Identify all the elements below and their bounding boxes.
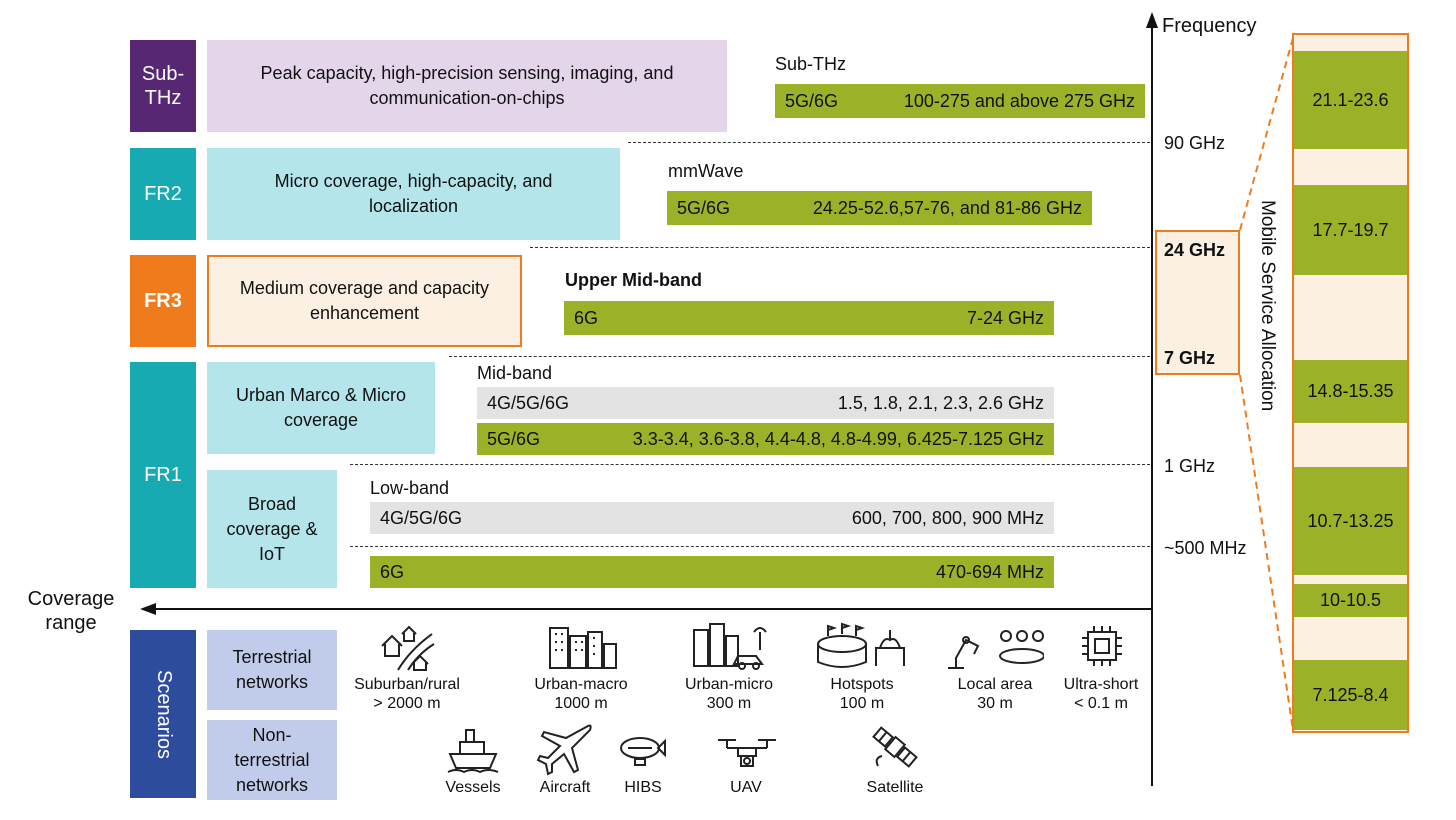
allocation-column: 21.1-23.6 17.7-19.7 14.8-15.35 10.7-13.2…: [1292, 33, 1409, 733]
non-terrestrial-hibs: HIBS: [624, 779, 662, 796]
band-tech: 4G/5G/6G: [380, 507, 463, 528]
scenario-name: Urban-micro: [684, 676, 773, 693]
scenario-suburban-rural: Suburban/rural > 2000 m: [340, 675, 474, 713]
scenario-urban-macro: Urban-macro 1000 m: [514, 675, 648, 713]
hibs-airship-icon: [620, 737, 666, 766]
scenario-range: < 0.1 m: [1074, 695, 1128, 712]
band-heading-mid: Mid-band: [477, 363, 553, 383]
scenario-range: > 2000 m: [373, 695, 441, 712]
band-bar-subthz: 5G/6G 100-275 and above 275 GHz: [775, 84, 1145, 118]
separator-1ghz: [350, 464, 1150, 465]
allocation-segment: 7.125-8.4: [1294, 660, 1407, 730]
non-terrestrial-vessels: Vessels: [445, 779, 501, 796]
scenario-name: Local area: [957, 676, 1033, 693]
vessel-icon: [447, 729, 499, 774]
band-range: 1.5, 1.8, 2.1, 2.3, 2.6 GHz: [837, 392, 1044, 413]
axis-label-coverage: Coverage range: [27, 588, 115, 634]
scenario-range: 30 m: [977, 695, 1013, 712]
band-bar-low-a: 4G/5G/6G 600, 700, 800, 900 MHz: [370, 502, 1054, 534]
band-tech: 6G: [574, 307, 599, 328]
band-heading-subthz: Sub-THz: [775, 54, 847, 74]
scenario-range: 100 m: [839, 695, 885, 712]
band-heading-low: Low-band: [370, 478, 450, 498]
separator-7ghz: [449, 356, 1150, 357]
hotspots-icon: [817, 622, 905, 668]
band-tech: 5G/6G: [487, 428, 541, 449]
scenario-ultra-short: Ultra-short < 0.1 m: [1034, 675, 1168, 713]
scenario-name: Ultra-short: [1063, 676, 1139, 693]
fr3-freq-box: [1155, 230, 1240, 375]
allocation-segment: 21.1-23.6: [1294, 51, 1407, 149]
scenario-range: 1000 m: [554, 695, 608, 712]
band-range: 470-694 MHz: [935, 561, 1044, 582]
separator-90ghz: [628, 142, 1150, 143]
band-heading-upper-mid: Upper Mid-band: [565, 270, 702, 290]
band-tech: 5G/6G: [785, 90, 839, 111]
freq-tick-500mhz: ~500 MHz: [1164, 538, 1247, 558]
allocation-segment: 17.7-19.7: [1294, 185, 1407, 275]
desc-fr3: Medium coverage and capacity enhancement: [207, 255, 522, 347]
band-tech: 4G/5G/6G: [487, 392, 570, 413]
suburban-rural-icon: [381, 625, 435, 671]
freq-tick-90ghz: 90 GHz: [1164, 133, 1226, 153]
band-bar-mid-b: 5G/6G 3.3-3.4, 3.6-3.8, 4.4-4.8, 4.8-4.9…: [477, 423, 1054, 455]
ultra-short-chip-icon: [1082, 626, 1122, 666]
scenario-name: Urban-macro: [534, 676, 628, 693]
scenario-name: Suburban/rural: [354, 676, 460, 693]
desc-fr1-low: Broad coverage & IoT: [207, 470, 337, 588]
band-bar-upper-mid: 6G 7-24 GHz: [564, 301, 1054, 335]
allocation-segment: 14.8-15.35: [1294, 360, 1407, 423]
desc-fr1-mid: Urban Marco & Micro coverage: [207, 362, 435, 454]
non-terrestrial-uav: UAV: [730, 779, 762, 796]
freq-tick-24ghz: 24 GHz: [1164, 240, 1226, 260]
band-bar-low-b: 6G 470-694 MHz: [370, 556, 1054, 588]
band-heading-mmwave: mmWave: [668, 161, 744, 181]
non-terrestrial-aircraft: Aircraft: [539, 779, 591, 796]
band-tech: 6G: [380, 561, 405, 582]
separator-24ghz: [530, 247, 1150, 248]
separator-500mhz: [350, 546, 1150, 547]
allocation-segment: 10.7-13.25: [1294, 467, 1407, 575]
band-range: 3.3-3.4, 3.6-3.8, 4.4-4.8, 4.8-4.99, 6.4…: [632, 428, 1044, 449]
freq-tick-1ghz: 1 GHz: [1164, 456, 1216, 476]
tier-label-fr2: FR2: [130, 148, 196, 240]
scenario-name: Hotspots: [830, 676, 894, 693]
aircraft-icon: [536, 724, 592, 776]
tier-label-subthz: Sub-THz: [130, 40, 196, 132]
urban-micro-icon: [693, 623, 767, 670]
band-bar-mmwave: 5G/6G 24.25-52.6,57-76, and 81-86 GHz: [667, 191, 1092, 225]
uav-drone-icon: [718, 739, 776, 767]
desc-non-terrestrial: Non-terrestrial networks: [207, 720, 337, 800]
scenario-hotspots: Hotspots 100 m: [795, 675, 929, 713]
band-range: 7-24 GHz: [966, 307, 1044, 328]
tier-label-scenarios: Scenarios: [130, 630, 196, 798]
freq-tick-7ghz: 7 GHz: [1164, 348, 1216, 368]
desc-terrestrial: Terrestrial networks: [207, 630, 337, 710]
scenario-local-area: Local area 30 m: [928, 675, 1062, 713]
tier-label-fr3: FR3: [130, 255, 196, 347]
scenario-range: 300 m: [706, 695, 752, 712]
band-range: 24.25-52.6,57-76, and 81-86 GHz: [812, 197, 1082, 218]
band-tech: 5G/6G: [677, 197, 731, 218]
satellite-icon: [872, 726, 918, 768]
axis-label-frequency: Frequency: [1162, 15, 1257, 37]
band-range: 600, 700, 800, 900 MHz: [851, 507, 1044, 528]
tier-label-fr1: FR1: [130, 362, 196, 588]
scenario-urban-micro: Urban-micro 300 m: [662, 675, 796, 713]
band-bar-mid-a: 4G/5G/6G 1.5, 1.8, 2.1, 2.3, 2.6 GHz: [477, 387, 1054, 419]
band-range: 100-275 and above 275 GHz: [903, 90, 1135, 111]
desc-subthz: Peak capacity, high-precision sensing, i…: [207, 40, 727, 132]
allocation-segment: 10-10.5: [1294, 584, 1407, 617]
urban-macro-icon: [549, 627, 617, 669]
desc-fr2: Micro coverage, high-capacity, and local…: [207, 148, 620, 240]
local-area-icon: [948, 630, 1044, 669]
non-terrestrial-satellite: Satellite: [866, 779, 924, 796]
